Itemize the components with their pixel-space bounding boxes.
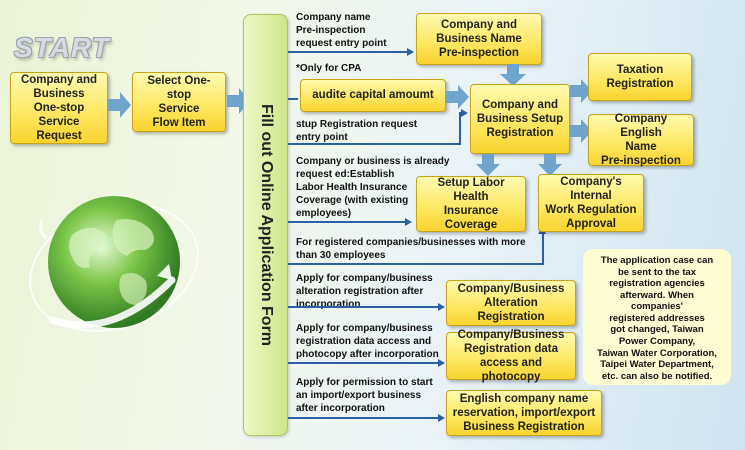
connector-line: [459, 112, 461, 145]
name-entry-label: Company name Pre-inspection request entr…: [296, 12, 387, 49]
audit-capital-label: audite capital amoumt: [312, 89, 434, 102]
arrowhead-icon: [438, 359, 445, 367]
english-name-box[interactable]: Company English Name Pre-inspection: [588, 112, 694, 168]
company-business-request-label: Company and Business One-stop Service Re…: [20, 73, 98, 143]
connector-line: [288, 263, 544, 265]
import-export-label: English company name reservation, import…: [452, 392, 596, 434]
setup-registration-box[interactable]: Company and Business Setup Registration: [470, 84, 570, 154]
work-regulation-label: Company's Internal Work Regulation Appro…: [545, 175, 637, 231]
alteration-apply-label: Apply for company/business alteration re…: [296, 273, 433, 310]
name-pre-inspection-label: Company and Business Name Pre-inspection: [436, 18, 522, 59]
arrowhead-icon: [438, 414, 445, 422]
cpa-only-label: *Only for CPA: [296, 63, 362, 74]
arrowhead-icon: [407, 48, 414, 56]
labor-health-box[interactable]: Setup Labor Health Insurance Coverage: [416, 176, 526, 232]
data-access-label: Company/Business Registration data acces…: [457, 328, 565, 384]
online-application-form-label: Fill out Online Application Form: [257, 103, 275, 347]
already-request-label: Company or business is already request e…: [296, 156, 450, 219]
registration-entry-label: stup Registration request entry point: [296, 119, 418, 143]
connector-line: [288, 51, 407, 53]
arrowhead-icon: [405, 218, 412, 226]
connector-line: [542, 232, 544, 265]
flow-arrow-icon: [570, 79, 592, 103]
more-than-30-label: For registered companies/businesses with…: [296, 237, 526, 261]
flow-down-arrow-icon: [476, 154, 500, 176]
flow-down-arrow-icon: [500, 64, 526, 86]
alteration-label: Company/Business Alteration Registration: [457, 282, 565, 324]
connector-line: [288, 306, 438, 308]
labor-health-label: Setup Labor Health Insurance Coverage: [437, 176, 505, 232]
import-export-box[interactable]: English company name reservation, import…: [446, 390, 602, 436]
select-flow-item-box[interactable]: Select One-stop Service Flow Item: [132, 72, 226, 132]
name-pre-inspection-box[interactable]: Company and Business Name Pre-inspection: [416, 13, 542, 65]
data-apply-label: Apply for company/business registration …: [296, 323, 439, 360]
setup-registration-label: Company and Business Setup Registration: [476, 98, 564, 139]
online-application-form-bar[interactable]: Fill out Online Application Form: [243, 14, 288, 436]
english-name-label: Company English Name Pre-inspection: [601, 112, 681, 168]
flow-down-arrow-icon: [538, 154, 562, 176]
alteration-box[interactable]: Company/Business Alteration Registration: [446, 280, 576, 326]
start-title: START: [14, 32, 110, 63]
flow-arrow-icon: [446, 85, 469, 109]
connector-line: [288, 221, 405, 223]
data-access-box[interactable]: Company/Business Registration data acces…: [446, 329, 576, 383]
globe-icon: [29, 196, 199, 332]
connector-line: [288, 362, 438, 364]
import-apply-label: Apply for permission to start an import/…: [296, 377, 433, 414]
flow-arrow-icon: [108, 92, 131, 118]
connector-line: [288, 98, 298, 100]
audit-capital-box[interactable]: audite capital amoumt: [300, 79, 446, 112]
select-flow-item-label: Select One-stop Service Flow Item: [147, 74, 211, 130]
arrowhead-icon: [461, 109, 468, 117]
work-regulation-box[interactable]: Company's Internal Work Regulation Appro…: [538, 174, 644, 232]
company-business-request-box[interactable]: Company and Business One-stop Service Re…: [10, 72, 108, 144]
taxation-label: Taxation Registration: [606, 63, 674, 90]
notification-note: The application case can be sent to the …: [583, 249, 731, 385]
arrowhead-icon: [438, 303, 445, 311]
connector-line: [288, 417, 438, 419]
connector-line: [288, 143, 461, 145]
taxation-box[interactable]: Taxation Registration: [588, 53, 692, 101]
flow-arrow-icon: [570, 119, 592, 143]
